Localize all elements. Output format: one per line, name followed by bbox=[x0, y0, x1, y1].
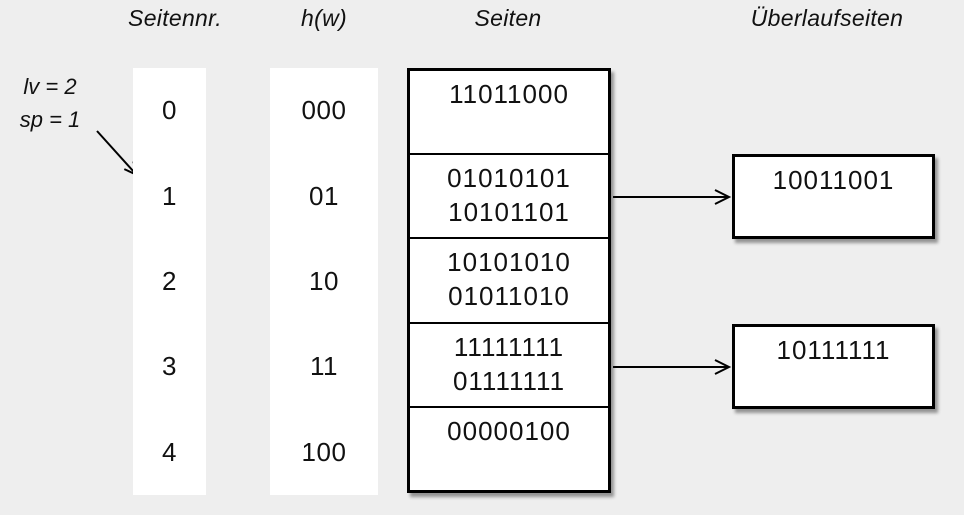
pagenr-cell: 4 bbox=[162, 436, 177, 467]
pagenr-cell: 3 bbox=[162, 351, 177, 382]
overflow-page-row3: 10111111 bbox=[732, 324, 935, 409]
hash-cell: 000 bbox=[301, 95, 347, 126]
bucket-entry: 01010101 bbox=[447, 163, 571, 194]
column-header-hw: h(w) bbox=[301, 5, 347, 31]
bucket-3: 11111111 01111111 bbox=[410, 324, 608, 408]
overflow-entry: 10011001 bbox=[772, 165, 895, 195]
overflow-arrow-row1 bbox=[613, 189, 732, 205]
hash-cell: 11 bbox=[310, 351, 338, 382]
hash-cell: 100 bbox=[301, 436, 347, 467]
pagenr-cell: 2 bbox=[162, 266, 177, 297]
lv-value: lv = 2 bbox=[23, 74, 77, 99]
hash-column: 000 01 10 11 100 bbox=[270, 68, 378, 495]
column-header-seiten: Seiten bbox=[474, 5, 542, 31]
sp-pointer-arrow bbox=[96, 130, 139, 177]
hash-cell: 01 bbox=[309, 180, 339, 211]
bucket-1: 01010101 10101101 bbox=[410, 155, 608, 240]
sp-value: sp = 1 bbox=[19, 107, 81, 132]
pages-stack: 11011000 01010101 10101101 10101010 0101… bbox=[407, 68, 611, 493]
bucket-4: 00000100 bbox=[410, 408, 608, 490]
bucket-entry: 10101101 bbox=[448, 197, 570, 228]
bucket-entry: 10101010 bbox=[447, 247, 571, 278]
pagenr-column: 0 1 2 3 4 bbox=[133, 68, 206, 495]
overflow-page-row1: 10011001 bbox=[732, 154, 935, 239]
lv-sp-annotation: lv = 2 sp = 1 bbox=[4, 70, 96, 136]
bucket-entry: 01111111 bbox=[452, 365, 566, 396]
bucket-entry: 11011000 bbox=[449, 79, 569, 109]
overflow-entry: 10111111 bbox=[776, 335, 891, 365]
bucket-0: 11011000 bbox=[410, 71, 608, 156]
hash-cell: 10 bbox=[309, 266, 339, 297]
column-header-ueberlaufseiten: Überlaufseiten bbox=[750, 5, 904, 31]
column-header-seitennr: Seitennr. bbox=[128, 5, 222, 31]
pagenr-cell: 0 bbox=[162, 95, 177, 126]
bucket-2: 10101010 01011010 bbox=[410, 239, 608, 324]
overflow-arrow-row3 bbox=[613, 359, 732, 375]
pagenr-cell: 1 bbox=[162, 180, 177, 211]
bucket-entry: 01011010 bbox=[448, 281, 570, 312]
bucket-entry: 00000100 bbox=[447, 415, 571, 446]
bucket-entry: 11111111 bbox=[453, 331, 565, 362]
